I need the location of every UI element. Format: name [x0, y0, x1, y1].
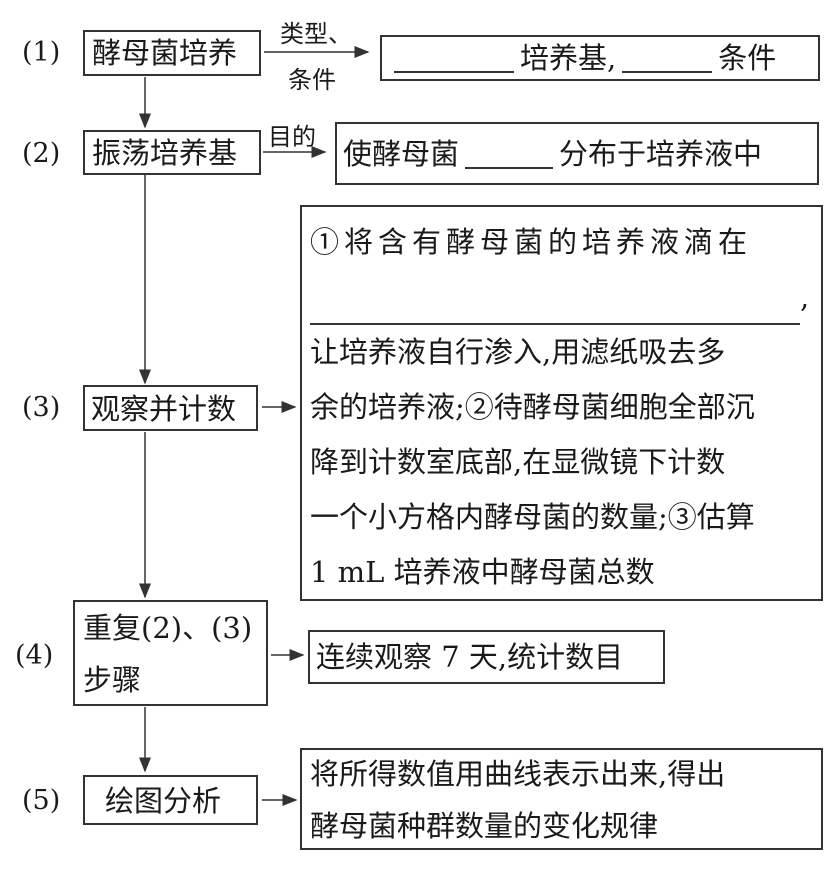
step-3-number: (3): [22, 392, 61, 423]
step-3-comma: ,: [800, 280, 810, 314]
step-3-line: 让培养液自行渗入,用滤纸吸去多: [310, 335, 726, 369]
step-2-result: 使酵母菌 分布于培养液中: [343, 140, 762, 169]
step-1-result: 培养基, 条件: [388, 44, 776, 73]
step-3-label: 观察并计数: [91, 392, 237, 426]
step-2-result-end: 分布于培养液中: [559, 137, 763, 171]
step-5-number: (5): [22, 785, 61, 816]
step-4-result-box: 连续观察 7 天,统计数目: [308, 630, 665, 684]
step-1-arrow-top: 类型、: [280, 20, 352, 48]
step-4-result: 连续观察 7 天,统计数目: [316, 640, 624, 674]
step-2-result-box: 使酵母菌 分布于培养液中: [335, 122, 819, 185]
step-5-box: 绘图分析: [83, 775, 258, 825]
step-3-result-box: ①将含有酵母菌的培养液滴在 , 让培养液自行渗入,用滤纸吸去多 余的培养液;②待…: [300, 205, 823, 601]
step-2-number: (2): [22, 138, 61, 169]
step-2-label: 振荡培养基: [92, 136, 238, 170]
step-3-line: 余的培养液;②待酵母菌细胞全部沉: [310, 390, 755, 424]
step-5-result-box: 将所得数值用曲线表示出来,得出 酵母菌种群数量的变化规律: [300, 748, 823, 850]
step-5-result-line2: 酵母菌种群数量的变化规律: [310, 809, 659, 843]
step-1-result-mid: 培养基,: [520, 41, 617, 75]
step-2-box: 振荡培养基: [83, 130, 261, 175]
step-2-result-start: 使酵母菌: [343, 137, 460, 171]
step-1-label: 酵母菌培养: [92, 36, 238, 70]
step-3-blank-line: ,: [310, 270, 813, 325]
step-3-line: 1 mL 培养液中酵母菌总数: [310, 555, 655, 589]
step-4-label-line1: 重复(2)、(3): [83, 611, 253, 645]
step-3-line: ①将含有酵母菌的培养液滴在: [310, 225, 753, 259]
step-3-box: 观察并计数: [83, 385, 258, 431]
step-1-box: 酵母菌培养: [83, 30, 261, 76]
step-4-number: (4): [15, 640, 54, 671]
step-5-label: 绘图分析: [105, 784, 222, 818]
step-3-line: 一个小方格内酵母菌的数量;③估算: [310, 500, 755, 534]
step-2-arrow-top: 目的: [268, 123, 316, 151]
step-1-result-end: 条件: [718, 41, 777, 75]
step-4-box: 重复(2)、(3) 步骤: [73, 600, 268, 706]
step-1-number: (1): [22, 37, 61, 68]
step-3-line: 降到计数室底部,在显微镜下计数: [310, 445, 726, 479]
step-1-result-box: 培养基, 条件: [380, 35, 820, 81]
step-5-result-line1: 将所得数值用曲线表示出来,得出: [310, 757, 726, 791]
step-4-label-line2: 步骤: [83, 663, 142, 697]
step-1-arrow-bottom: 条件: [288, 66, 336, 94]
